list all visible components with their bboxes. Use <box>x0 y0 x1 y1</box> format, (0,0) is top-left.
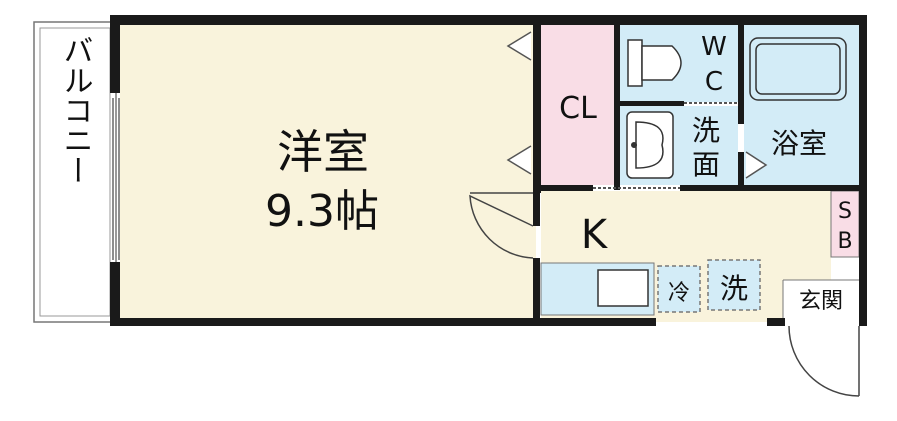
fridge-label: 冷 <box>668 281 690 306</box>
balcony-label: バルコニー <box>58 35 93 185</box>
closet-door-mark <box>506 31 532 61</box>
wall-bottom <box>536 318 656 326</box>
toilet-fixture <box>627 39 682 87</box>
wall-room-kitchen <box>533 258 540 322</box>
washroom-label-line2: 面 <box>692 148 720 181</box>
wall-toilet-bath <box>738 22 744 124</box>
entrance-door-swing <box>788 325 860 397</box>
wall-left <box>110 15 120 93</box>
washbasin-fixture <box>626 111 674 179</box>
fridge-space <box>657 265 701 313</box>
kitchen-sink-fixture <box>597 269 649 307</box>
wall-room-kitchen <box>533 193 540 226</box>
shoe-box-label-line1: S <box>838 199 852 224</box>
western-room-floor <box>120 22 536 322</box>
toilet-label-line2: C <box>705 67 723 97</box>
wall-kitchen-entrance <box>767 318 785 326</box>
shoe-box-label-line2: B <box>837 229 852 254</box>
wall-left <box>110 262 120 325</box>
wall-bottom <box>110 318 540 326</box>
entrance-floor <box>783 280 859 322</box>
bathroom-label: 浴室 <box>771 127 827 160</box>
entrance-label: 玄関 <box>799 289 843 314</box>
bathtub-fixture <box>749 37 847 101</box>
western-room-name: 洋室 <box>277 125 369 179</box>
room-door-swing <box>469 194 534 259</box>
kitchen-label: K <box>581 212 609 258</box>
western-room-size: 9.3帖 <box>265 186 379 237</box>
washer-space <box>707 259 761 311</box>
closet-label: CL <box>559 91 597 126</box>
bath-door-mark <box>745 151 768 179</box>
balcony-inner-outline <box>39 27 111 317</box>
walls <box>110 15 867 326</box>
balcony: バルコニー <box>33 21 120 323</box>
wall-closet-left <box>533 22 541 193</box>
toilet-label-line1: W <box>701 32 727 62</box>
wall-right <box>859 15 867 326</box>
closet-floor <box>541 22 614 185</box>
balcony-outline <box>33 21 117 323</box>
washer-label: 洗 <box>720 272 748 305</box>
wall-wet-kitchen <box>680 185 867 191</box>
wall-wet-kitchen <box>533 185 593 191</box>
washroom-label-line1: 洗 <box>692 114 720 147</box>
wall-toilet-wash <box>614 101 684 106</box>
wall-top <box>110 15 867 25</box>
closet-door-mark <box>506 145 532 175</box>
wall-bath-right <box>738 152 744 190</box>
